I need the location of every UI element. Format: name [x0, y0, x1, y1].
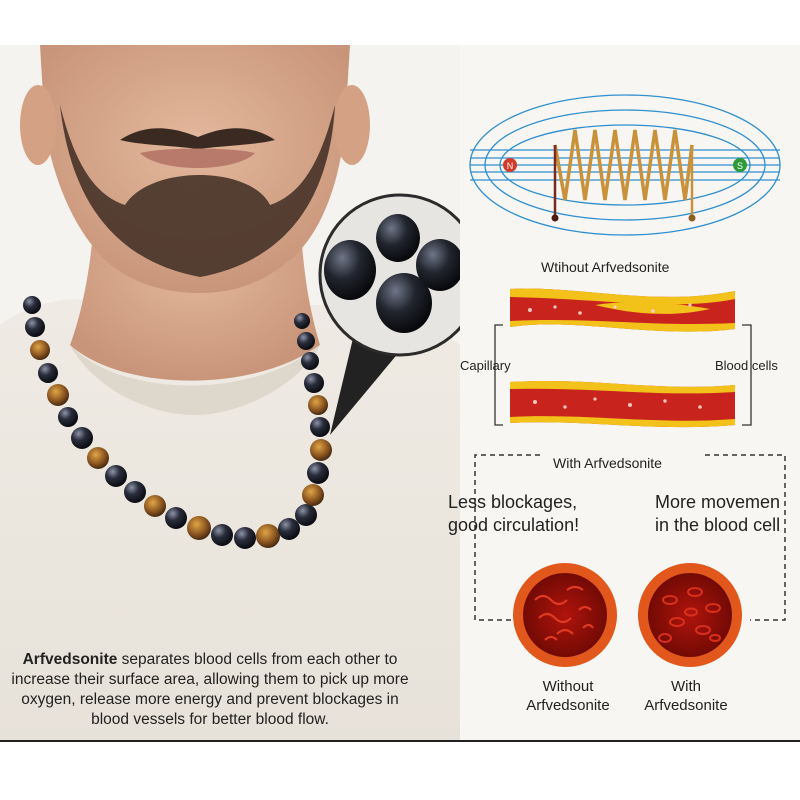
coil [553, 129, 694, 201]
north-pole-icon [503, 158, 517, 172]
north-pole-label: N [507, 161, 514, 171]
product-caption: Arfvedsonite separates blood cells from … [10, 650, 410, 730]
vessel-cross-sections [513, 563, 742, 667]
cross-section-with [638, 563, 742, 667]
necklace [23, 296, 332, 549]
cross-left-line2: Arfvedsonite [526, 697, 610, 714]
capillary-label: Capillary [460, 358, 511, 373]
without-arfvedsonite-label: Wtihout Arfvedsonite [541, 259, 670, 275]
cross-section-without [513, 563, 617, 667]
caption-text: separates blood cells from each other to… [11, 651, 409, 728]
model-photo [0, 45, 460, 742]
south-pole-label: S [737, 161, 743, 171]
blood-cells-label: Blood cells [715, 358, 778, 373]
product-infographic: N S Wtihout Arfvedsonite Capillary Blood… [0, 45, 800, 742]
south-pole-icon [733, 158, 747, 172]
blood-vessel-diagram [494, 288, 752, 428]
benefit-right-line2: in the blood cell [655, 515, 781, 535]
with-arfvedsonite-label: With Arfvedsonite [553, 455, 662, 471]
dashed-connectors [474, 454, 786, 621]
stones-zoom [318, 193, 460, 357]
caption-bold: Arfvedsonite [22, 651, 118, 668]
bottom-border [0, 740, 800, 742]
cross-right-line2: Arfvedsonite [644, 697, 728, 714]
benefit-left-line2: good circulation! [448, 515, 580, 535]
magnetic-coil-diagram: N S [469, 94, 781, 236]
cross-right-line1: With [671, 678, 701, 695]
benefit-right-line1: More movemen [655, 492, 781, 512]
benefit-left-line1: Less blockages, [448, 492, 578, 512]
field-lines [469, 94, 781, 236]
cross-left-line1: Without [542, 678, 594, 695]
